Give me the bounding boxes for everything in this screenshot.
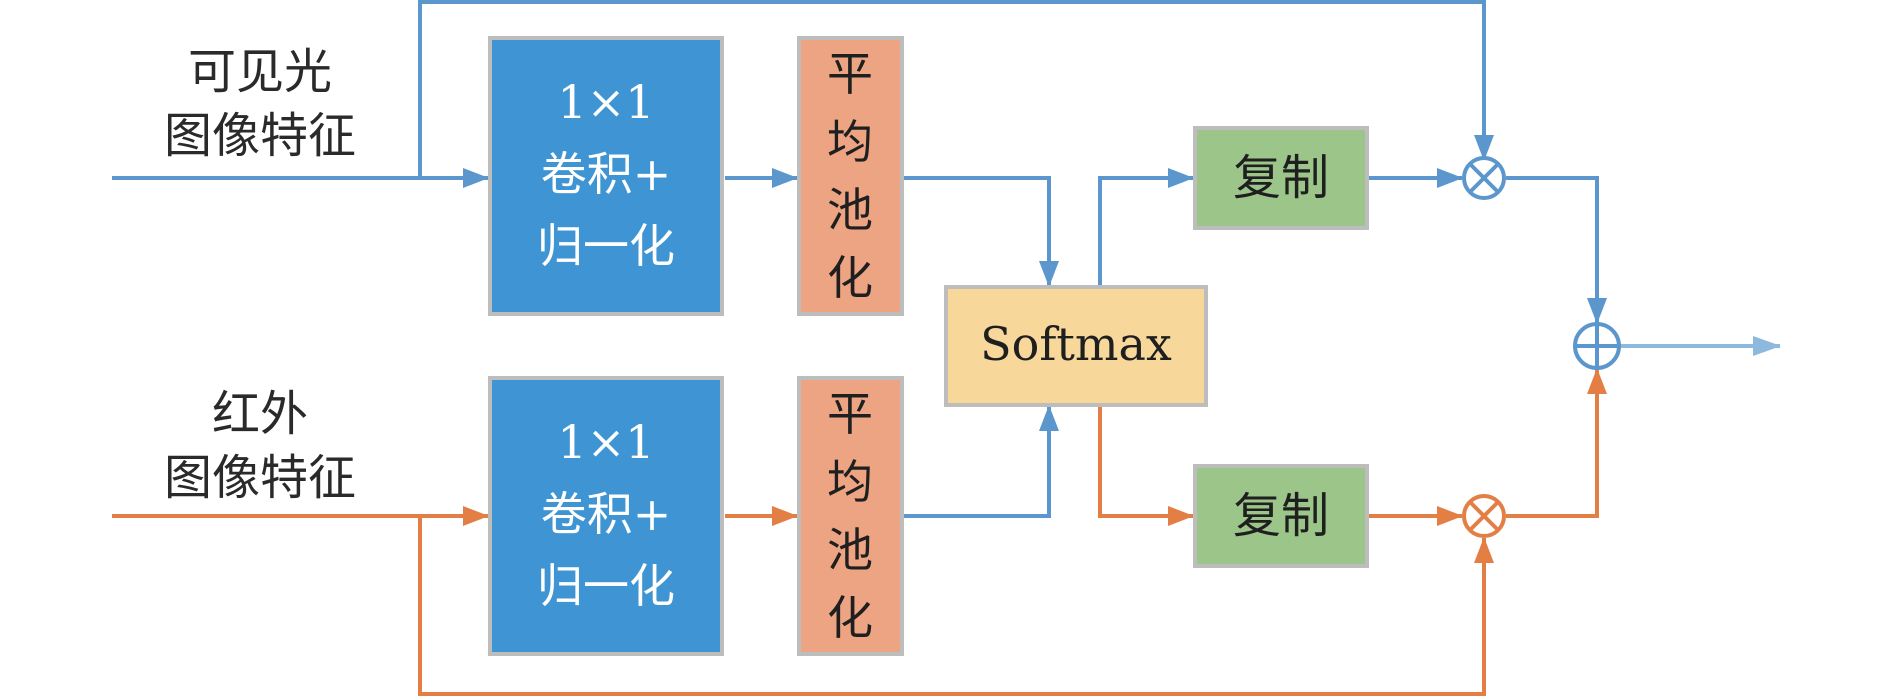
pool-char4: 化 <box>827 591 873 645</box>
multiply-operator-top <box>1462 156 1506 200</box>
softmax-to-copy-top-arrow <box>1098 168 1194 286</box>
multiply-operator-bottom <box>1462 494 1506 538</box>
visible-pool-to-softmax-arrow <box>904 176 1059 287</box>
multiply-top-to-add-arrow <box>1506 176 1607 324</box>
conv-line1: 1×1 <box>557 415 654 469</box>
pool-char2: 均 <box>827 455 873 509</box>
multiply-bottom-to-add-arrow <box>1506 368 1607 518</box>
copy-label: 复制 <box>1233 488 1329 544</box>
pool-char1: 平 <box>827 47 873 101</box>
pool-char3: 池 <box>827 523 873 577</box>
conv-line3: 归一化 <box>537 559 675 613</box>
infrared-pool-block: 平 均 池 化 <box>797 376 904 656</box>
add-operator <box>1573 322 1621 370</box>
copy-label: 复制 <box>1233 150 1329 206</box>
visible-input-line2: 图像特征 <box>164 108 356 164</box>
conv-line3: 归一化 <box>537 219 675 273</box>
pool-char2: 均 <box>827 115 873 169</box>
visible-input-label: 可见光 图像特征 <box>164 44 356 164</box>
softmax-to-copy-bottom-arrow <box>1098 406 1194 526</box>
pool-char4: 化 <box>827 251 873 305</box>
infrared-input-line1: 红外 <box>212 386 308 442</box>
pool-char3: 池 <box>827 183 873 237</box>
infrared-pool-to-softmax-arrow <box>904 405 1059 518</box>
copy-block-top: 复制 <box>1193 126 1369 230</box>
visible-pool-block: 平 均 池 化 <box>797 36 904 316</box>
infrared-skip-connection <box>418 516 1494 696</box>
visible-paths <box>112 0 1607 518</box>
visible-skip-connection <box>418 0 1494 178</box>
infrared-input-label: 红外 图像特征 <box>164 386 356 506</box>
conv-line2: 卷积+ <box>541 487 672 541</box>
copy-block-bottom: 复制 <box>1193 464 1369 568</box>
visible-conv-block: 1×1 卷积+ 归一化 <box>488 36 724 316</box>
infrared-paths <box>112 368 1607 696</box>
conv-line1: 1×1 <box>557 75 654 129</box>
pool-char1: 平 <box>827 387 873 441</box>
softmax-label: Softmax <box>980 317 1172 371</box>
visible-input-line1: 可见光 <box>188 44 332 100</box>
softmax-block: Softmax <box>944 285 1208 407</box>
infrared-conv-block: 1×1 卷积+ 归一化 <box>488 376 724 656</box>
infrared-input-line2: 图像特征 <box>164 450 356 506</box>
conv-line2: 卷积+ <box>541 147 672 201</box>
